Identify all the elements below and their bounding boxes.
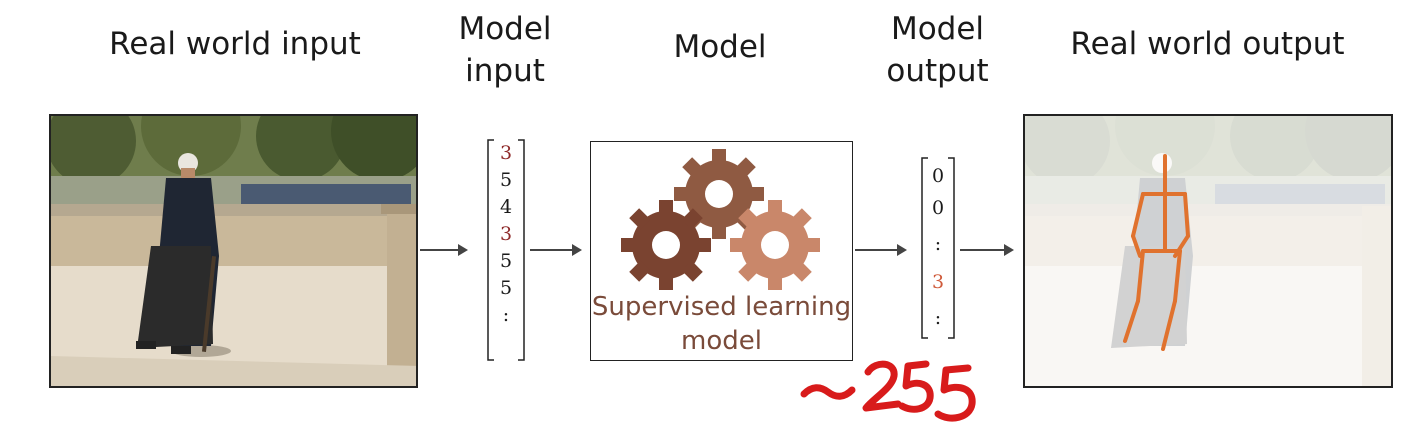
gear-icon (730, 200, 820, 290)
input-vector-value: : (502, 304, 510, 326)
input-photo (49, 114, 418, 388)
input-vector-bracket (487, 139, 525, 361)
pose-skeleton (1123, 154, 1190, 351)
input-vector-value: 3 (499, 142, 513, 164)
input-vector: 3 5 4 3 5 5 : (492, 140, 520, 329)
output-vector-value: 0 (931, 165, 945, 187)
header-real-world-output: Real world output (1070, 26, 1345, 62)
gears-graphic (621, 149, 820, 290)
input-vector-value: 5 (499, 169, 513, 191)
input-vector-value: 4 (499, 196, 513, 218)
model-label-line2: model (681, 326, 762, 356)
output-vector-value: 0 (931, 197, 945, 219)
header-model-output-line1: Model (890, 11, 985, 47)
input-vector-value: 5 (499, 250, 513, 272)
header-model-output: Model output (870, 8, 1005, 92)
handwritten-annotation-graphic (800, 360, 976, 422)
model-label-line1: Supervised learning (591, 292, 852, 322)
header-model-input-line1: Model (458, 11, 552, 47)
arrow-right-icon (855, 244, 907, 256)
output-vector-value: : (934, 307, 942, 329)
output-photo (1023, 114, 1393, 388)
model-box: Supervised learning model (590, 141, 853, 361)
handwritten-annotation (798, 352, 988, 432)
arrow-right-icon (530, 244, 582, 256)
header-model-input: Model input (440, 8, 570, 92)
output-vector-bracket (921, 157, 955, 339)
arrow-right-icon (960, 244, 1014, 256)
output-vector: 0 0 : 3 : (924, 160, 952, 336)
input-vector-value: 5 (499, 277, 513, 299)
header-model-input-line2: input (465, 53, 545, 89)
header-real-world-input: Real world input (109, 26, 361, 62)
output-vector-value: 3 (931, 271, 945, 293)
model-label: Supervised learning model (591, 290, 852, 358)
output-vector-value: : (934, 233, 942, 255)
arrow-right-icon (420, 244, 468, 256)
output-photo-graphic (1025, 116, 1391, 386)
gear-icon (621, 200, 711, 290)
header-model: Model (673, 29, 767, 65)
header-model-output-line2: output (886, 53, 989, 89)
input-vector-value: 3 (499, 223, 513, 245)
input-photo-graphic (51, 116, 416, 386)
